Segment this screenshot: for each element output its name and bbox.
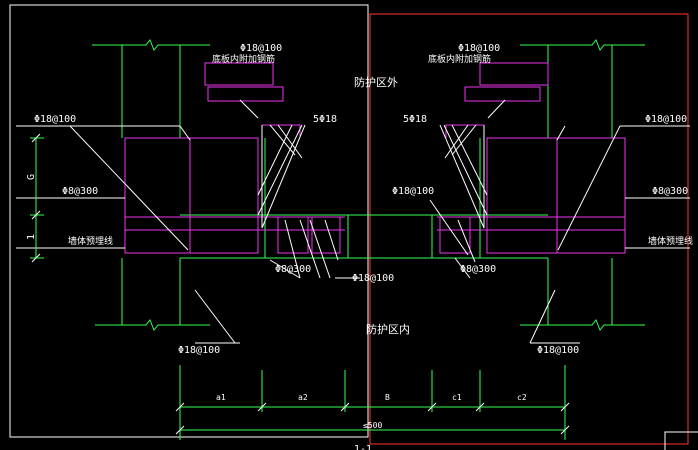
dim-c1-label: c1 — [452, 393, 462, 402]
bottom-wall-left — [95, 258, 210, 331]
dim-a2-label: a2 — [298, 393, 308, 402]
dim-total-label: ≤500 — [363, 421, 382, 430]
rebar-cage-right — [437, 124, 626, 254]
leaders — [16, 125, 690, 344]
bottom-wall-right-label: Φ18@100 — [537, 345, 579, 356]
section-title: 1-1 — [354, 444, 372, 450]
lower-bar-mid-label: Φ18@100 — [352, 273, 394, 284]
stirrup-right-label: Φ8@300 — [652, 186, 688, 197]
bottom-wall-left-label: Φ18@100 — [178, 345, 220, 356]
top-bar-detail-right — [464, 62, 549, 119]
stirrup-left-label: Φ8@300 — [62, 186, 98, 197]
vertical-dimension — [30, 133, 44, 263]
top-wall-right — [520, 39, 645, 138]
zone-inside-label: 防护区内 — [366, 322, 410, 336]
top-wall-left — [92, 39, 210, 138]
lower-stirrup-right-label: Φ8@300 — [460, 264, 496, 275]
horizontal-dimension-chain — [175, 365, 570, 440]
slab — [180, 138, 548, 259]
five-bars-left-label: 5Φ18 — [313, 114, 337, 125]
diagonal-bars-right — [429, 124, 488, 263]
dim-a1-label: a1 — [216, 393, 226, 402]
dim-c2-label: c2 — [517, 393, 527, 402]
top-bar-detail-left — [204, 62, 284, 119]
bottom-bar-note-left-label: 底板内附加钢筋 — [212, 53, 275, 65]
left-viewport-frame — [9, 4, 369, 438]
rebar-cage-left — [124, 124, 345, 254]
dim-b-label: B — [385, 393, 390, 402]
dim-g-label: G — [26, 174, 37, 180]
wall-line-right-label: 墙体预埋线 — [648, 235, 693, 247]
bottom-wall-right — [520, 258, 645, 331]
bottom-bar-top-right-label: Φ18@100 — [458, 43, 500, 54]
side-bar-left-label: Φ18@100 — [34, 114, 76, 125]
five-bars-right-label: 5Φ18 — [403, 114, 427, 125]
right-viewport-frame — [369, 13, 689, 445]
diagonal-bars-left — [257, 124, 339, 279]
dim-1-label: 1 — [26, 234, 37, 240]
lower-stirrup-left-label: Φ8@300 — [275, 264, 311, 275]
mid-bar-right-label: Φ18@100 — [392, 186, 434, 197]
zone-outside-label: 防护区外 — [354, 75, 398, 89]
side-bar-right-label: Φ18@100 — [645, 114, 687, 125]
bottom-bar-top-left-label: Φ18@100 — [240, 43, 282, 54]
bottom-bar-note-right-label: 底板内附加钢筋 — [428, 53, 491, 65]
wall-line-left-label: 墙体预埋线 — [68, 235, 113, 247]
corner-frame — [664, 431, 698, 450]
